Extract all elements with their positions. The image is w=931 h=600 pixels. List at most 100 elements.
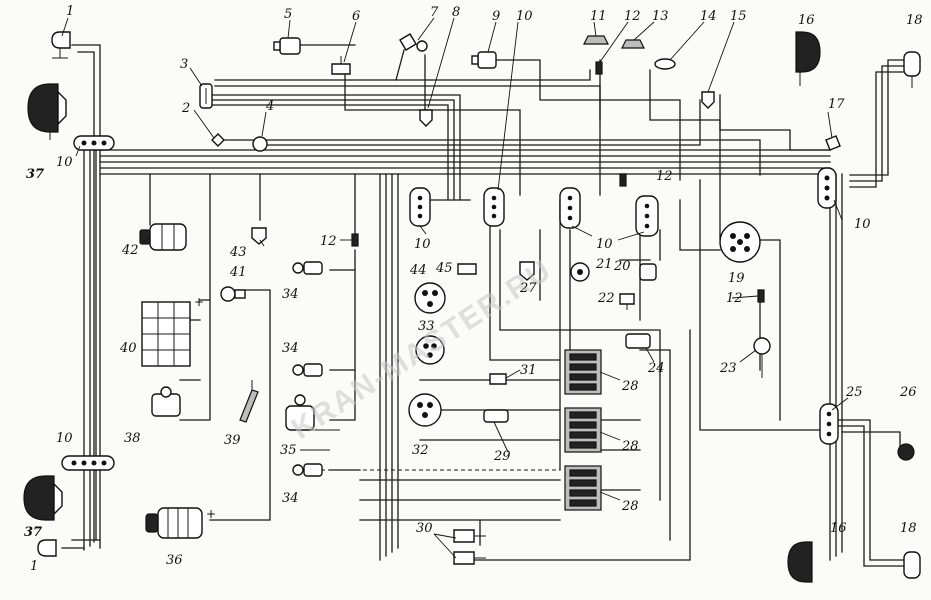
label-24: 24 [647, 361, 665, 376]
headlight-bottom-left [23, 475, 63, 521]
component-9 [471, 51, 497, 69]
label-23: 23 [719, 361, 737, 376]
connector-block-center-2 [483, 187, 505, 227]
component-labels: 1 1 2 3 4 5 6 7 8 9 10 10 10 10 10 10 11… [24, 4, 923, 574]
label-28-top: 28 [621, 379, 639, 394]
component-15 [701, 91, 715, 109]
side-lamp-top-left [51, 31, 71, 59]
label-18-bottom: 18 [900, 521, 917, 536]
label-10-center-3: 10 [596, 237, 613, 252]
label-26: 26 [899, 385, 917, 400]
label-10-right: 10 [854, 217, 871, 232]
label-41: 41 [229, 265, 247, 280]
side-lamp-bottom-left [37, 539, 57, 557]
fuse-box-28-middle [564, 407, 602, 453]
component-26 [897, 443, 915, 461]
component-30-upper [453, 529, 486, 543]
side-lamp-top-right [903, 51, 921, 88]
leader-lines [61, 17, 849, 559]
label-37-bottom: 37 [24, 525, 42, 540]
component-45 [457, 263, 477, 275]
component-17 [825, 135, 841, 151]
label-34-middle: 34 [282, 341, 299, 356]
connector-block-left-top [73, 135, 115, 151]
fuse-box-28-top [564, 349, 602, 395]
label-35: 35 [280, 443, 297, 458]
label-42: 42 [121, 243, 139, 258]
component-4 [252, 136, 268, 152]
label-10-left-top: 10 [56, 155, 73, 170]
connector-block-center-3 [559, 187, 581, 229]
label-21: 21 [595, 257, 613, 272]
label-6: 6 [352, 9, 360, 24]
component-39 [239, 380, 259, 423]
generator-42 [139, 223, 187, 251]
label-39: 39 [224, 433, 241, 448]
battery-plus-sign: + [194, 295, 204, 309]
label-27: 27 [519, 281, 537, 296]
label-43: 43 [229, 245, 247, 260]
starter-plus-sign: + [206, 507, 216, 521]
label-18-top: 18 [906, 13, 923, 28]
battery-40 [141, 301, 191, 367]
label-36: 36 [166, 553, 183, 568]
component-41 [220, 286, 246, 302]
component-35 [285, 394, 315, 431]
component-3 [199, 83, 213, 109]
gauge-33 [415, 335, 445, 365]
label-14: 14 [700, 9, 717, 24]
label-44: 44 [409, 263, 427, 278]
label-3: 3 [180, 57, 188, 72]
label-17: 17 [828, 97, 845, 112]
label-28-middle: 28 [621, 439, 639, 454]
component-11 [583, 35, 609, 45]
label-7: 7 [430, 5, 439, 20]
fuse-12-center [619, 173, 627, 187]
connector-block-right [817, 167, 837, 209]
headlight-top-right [795, 31, 821, 86]
side-lamp-bottom-right [903, 551, 921, 579]
label-4: 4 [265, 99, 274, 114]
component-23 [753, 337, 771, 378]
label-34-top: 34 [282, 287, 299, 302]
gauge-32 [408, 393, 442, 427]
label-25: 25 [845, 385, 863, 400]
component-31 [489, 373, 507, 385]
fuse-box-28-bottom [564, 465, 602, 511]
label-40: 40 [119, 341, 137, 356]
label-20: 20 [613, 259, 631, 274]
component-8 [419, 109, 433, 127]
label-11: 11 [590, 9, 607, 24]
component-36 [145, 507, 203, 539]
label-29: 29 [493, 449, 511, 464]
label-1-top: 1 [66, 4, 74, 19]
label-12-top: 12 [624, 9, 641, 24]
component-27 [519, 261, 535, 281]
label-16-top: 16 [798, 13, 815, 28]
label-32: 32 [412, 443, 429, 458]
components [23, 31, 921, 583]
label-5: 5 [284, 7, 292, 22]
component-20 [639, 263, 657, 281]
lamp-34-top [292, 261, 323, 275]
fuse-12-right [757, 289, 765, 303]
headlight-top-left [27, 83, 67, 140]
component-29 [483, 409, 509, 423]
component-30-lower [453, 551, 486, 565]
label-33: 33 [418, 319, 435, 334]
label-28-bottom: 28 [621, 499, 639, 514]
component-21 [570, 262, 590, 282]
component-6 [331, 56, 351, 75]
component-43 [251, 227, 267, 245]
headlight-bottom-right [787, 541, 813, 583]
fuse-12-top [595, 61, 603, 75]
component-38 [151, 386, 181, 417]
component-7 [395, 33, 428, 81]
component-2 [211, 133, 225, 147]
label-12-left: 12 [320, 234, 337, 249]
label-2: 2 [181, 101, 190, 116]
component-24 [625, 333, 651, 349]
component-13 [621, 39, 645, 49]
label-8: 8 [452, 5, 460, 20]
